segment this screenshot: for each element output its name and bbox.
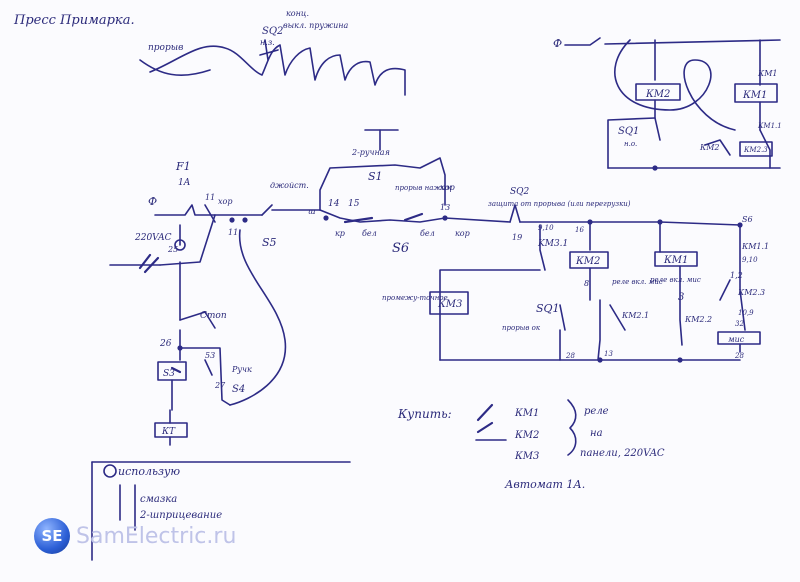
usage-note-box bbox=[91, 461, 351, 561]
n13b-label: 13 bbox=[604, 350, 613, 358]
s1-label: S1 bbox=[368, 170, 383, 183]
stop-label: Стоп bbox=[200, 311, 227, 321]
bel-label: бел bbox=[362, 229, 377, 238]
kor-label: кор bbox=[440, 183, 455, 192]
spring-zigzag-sketch bbox=[139, 39, 406, 96]
proryv-nazhim-label: прорыв нажим bbox=[395, 184, 452, 192]
site-watermark: SE SamElectric.ru bbox=[34, 516, 236, 556]
main-control-line bbox=[109, 129, 741, 274]
km11-label: КМ1.1 bbox=[741, 242, 769, 251]
n16-label: 16 bbox=[575, 226, 584, 234]
km3-coil-label: КМ3 bbox=[437, 299, 462, 310]
n14-label: 14 bbox=[328, 199, 340, 209]
promezh-label: промежу-точное bbox=[382, 294, 448, 302]
n28-label: 28 bbox=[734, 352, 744, 360]
n26-label: 26 bbox=[159, 339, 172, 349]
rele-vkl-mis-label: реле вкл. мис bbox=[650, 276, 701, 284]
kt-label: КТ bbox=[161, 427, 176, 437]
n109-label: 10,9 bbox=[738, 309, 754, 317]
sq1-no-label: н.о. bbox=[624, 140, 637, 148]
n15-label: 15 bbox=[348, 199, 360, 209]
two-hand-label: 2-ручная bbox=[351, 148, 390, 157]
sq1-top-label: SQ1 bbox=[618, 126, 639, 137]
sq2-top-note1: конц. bbox=[286, 9, 309, 18]
km2-coil-label: КМ2 bbox=[575, 256, 600, 267]
proryv-ok-label: прорыв ок bbox=[502, 324, 541, 332]
n12-label: 1,2 bbox=[730, 271, 743, 280]
legend-note1: реле bbox=[584, 406, 609, 417]
km23-top-label: КМ2.3 bbox=[743, 146, 768, 154]
s6-right-label: S6 bbox=[742, 215, 753, 224]
sq2-mid-label: SQ2 bbox=[510, 187, 530, 197]
n53-label: 53 bbox=[205, 351, 215, 360]
legend-breaker: Автомат 1А. bbox=[504, 478, 585, 491]
n8-label: 8 bbox=[584, 279, 589, 288]
sq2-top-no-label: н.з. bbox=[260, 38, 275, 47]
ispolzuyu-label: использую bbox=[118, 465, 180, 478]
smazka1-label: смазка bbox=[140, 494, 177, 505]
left-lower-block bbox=[154, 229, 287, 446]
phi-label: Ф bbox=[148, 195, 157, 208]
n13-label: 13 bbox=[440, 203, 450, 212]
legend-note3: панели, 220VAC bbox=[580, 448, 665, 459]
sh-label: ш bbox=[308, 207, 316, 216]
legend-item-km1: КМ1 bbox=[514, 408, 539, 419]
watermark-text: SamElectric.ru bbox=[76, 523, 237, 549]
sq2-mid-note: защита от прорыва (или перегрузки) bbox=[488, 200, 631, 208]
n25-label: 25 bbox=[167, 245, 178, 254]
n11b-label: 11 bbox=[228, 228, 238, 237]
purchase-legend bbox=[475, 399, 577, 456]
km21-label: КМ2.1 bbox=[621, 311, 649, 320]
mis-label: мис bbox=[728, 335, 745, 344]
f1-label: F1 bbox=[175, 160, 191, 173]
samelectric-logo: SE bbox=[34, 518, 70, 554]
n910b-label: 9,10 bbox=[742, 256, 758, 264]
bel2-label: бел bbox=[420, 229, 435, 238]
km2-top-contact: КМ2 bbox=[699, 143, 719, 152]
f1-rating: 1A bbox=[178, 178, 191, 188]
n27-label: 27 bbox=[214, 381, 226, 390]
s3-label: S3 bbox=[163, 369, 175, 379]
s6-label: S6 bbox=[392, 241, 409, 256]
djoyst-label: джойст. bbox=[270, 181, 309, 190]
n910-label: 9,10 bbox=[538, 224, 554, 232]
n3-label: 3 bbox=[678, 292, 684, 303]
s5-label: S5 bbox=[262, 236, 277, 249]
legend-item-km3: КМ3 bbox=[514, 451, 539, 462]
proryv-label: прорыв bbox=[148, 43, 183, 53]
km23-label: КМ2.3 bbox=[737, 288, 765, 297]
legend-item-km2: КМ2 bbox=[514, 430, 539, 441]
n32-label: 32 bbox=[735, 320, 744, 328]
s4-label: S4 bbox=[232, 384, 245, 395]
km11-top-label: КМ1.1 bbox=[757, 122, 782, 130]
smazka2-label: 2-шприцевание bbox=[139, 510, 222, 521]
supply-label: 220VAC bbox=[134, 233, 172, 243]
legend-heading: Купить: bbox=[397, 407, 452, 421]
sq2-top-label: SQ2 bbox=[262, 26, 283, 37]
km1-coil-label: КМ1 bbox=[663, 255, 688, 266]
ruchk-label: Ручк bbox=[231, 365, 252, 374]
km3-1-label: KM3.1 bbox=[537, 239, 568, 249]
km1-top-contact: КМ1 bbox=[757, 69, 777, 78]
km22-label: КМ2.2 bbox=[684, 315, 712, 324]
n28b-label: 28 bbox=[565, 352, 575, 360]
legend-note2: на bbox=[590, 428, 603, 439]
relay-block-upper bbox=[564, 37, 781, 171]
km2-top-coil: КМ2 bbox=[645, 89, 670, 100]
kr-label: кр bbox=[335, 229, 345, 238]
relay-block-lower bbox=[429, 219, 761, 363]
sq1-mid-label: SQ1 bbox=[536, 302, 560, 315]
diagram-title: Пресс Примарка. bbox=[13, 13, 135, 28]
hor-label: хор bbox=[218, 197, 232, 206]
phi-top-label: Ф bbox=[553, 37, 562, 50]
kor2-label: кор bbox=[455, 229, 470, 238]
sq2-top-note2: выкл. пружина bbox=[283, 21, 349, 30]
n19-label: 19 bbox=[512, 233, 522, 242]
km1-top-coil: КМ1 bbox=[742, 90, 767, 101]
rele-vykl-mis-label: реле вкл. мис bbox=[612, 278, 663, 286]
n11-label: 11 bbox=[205, 193, 215, 202]
